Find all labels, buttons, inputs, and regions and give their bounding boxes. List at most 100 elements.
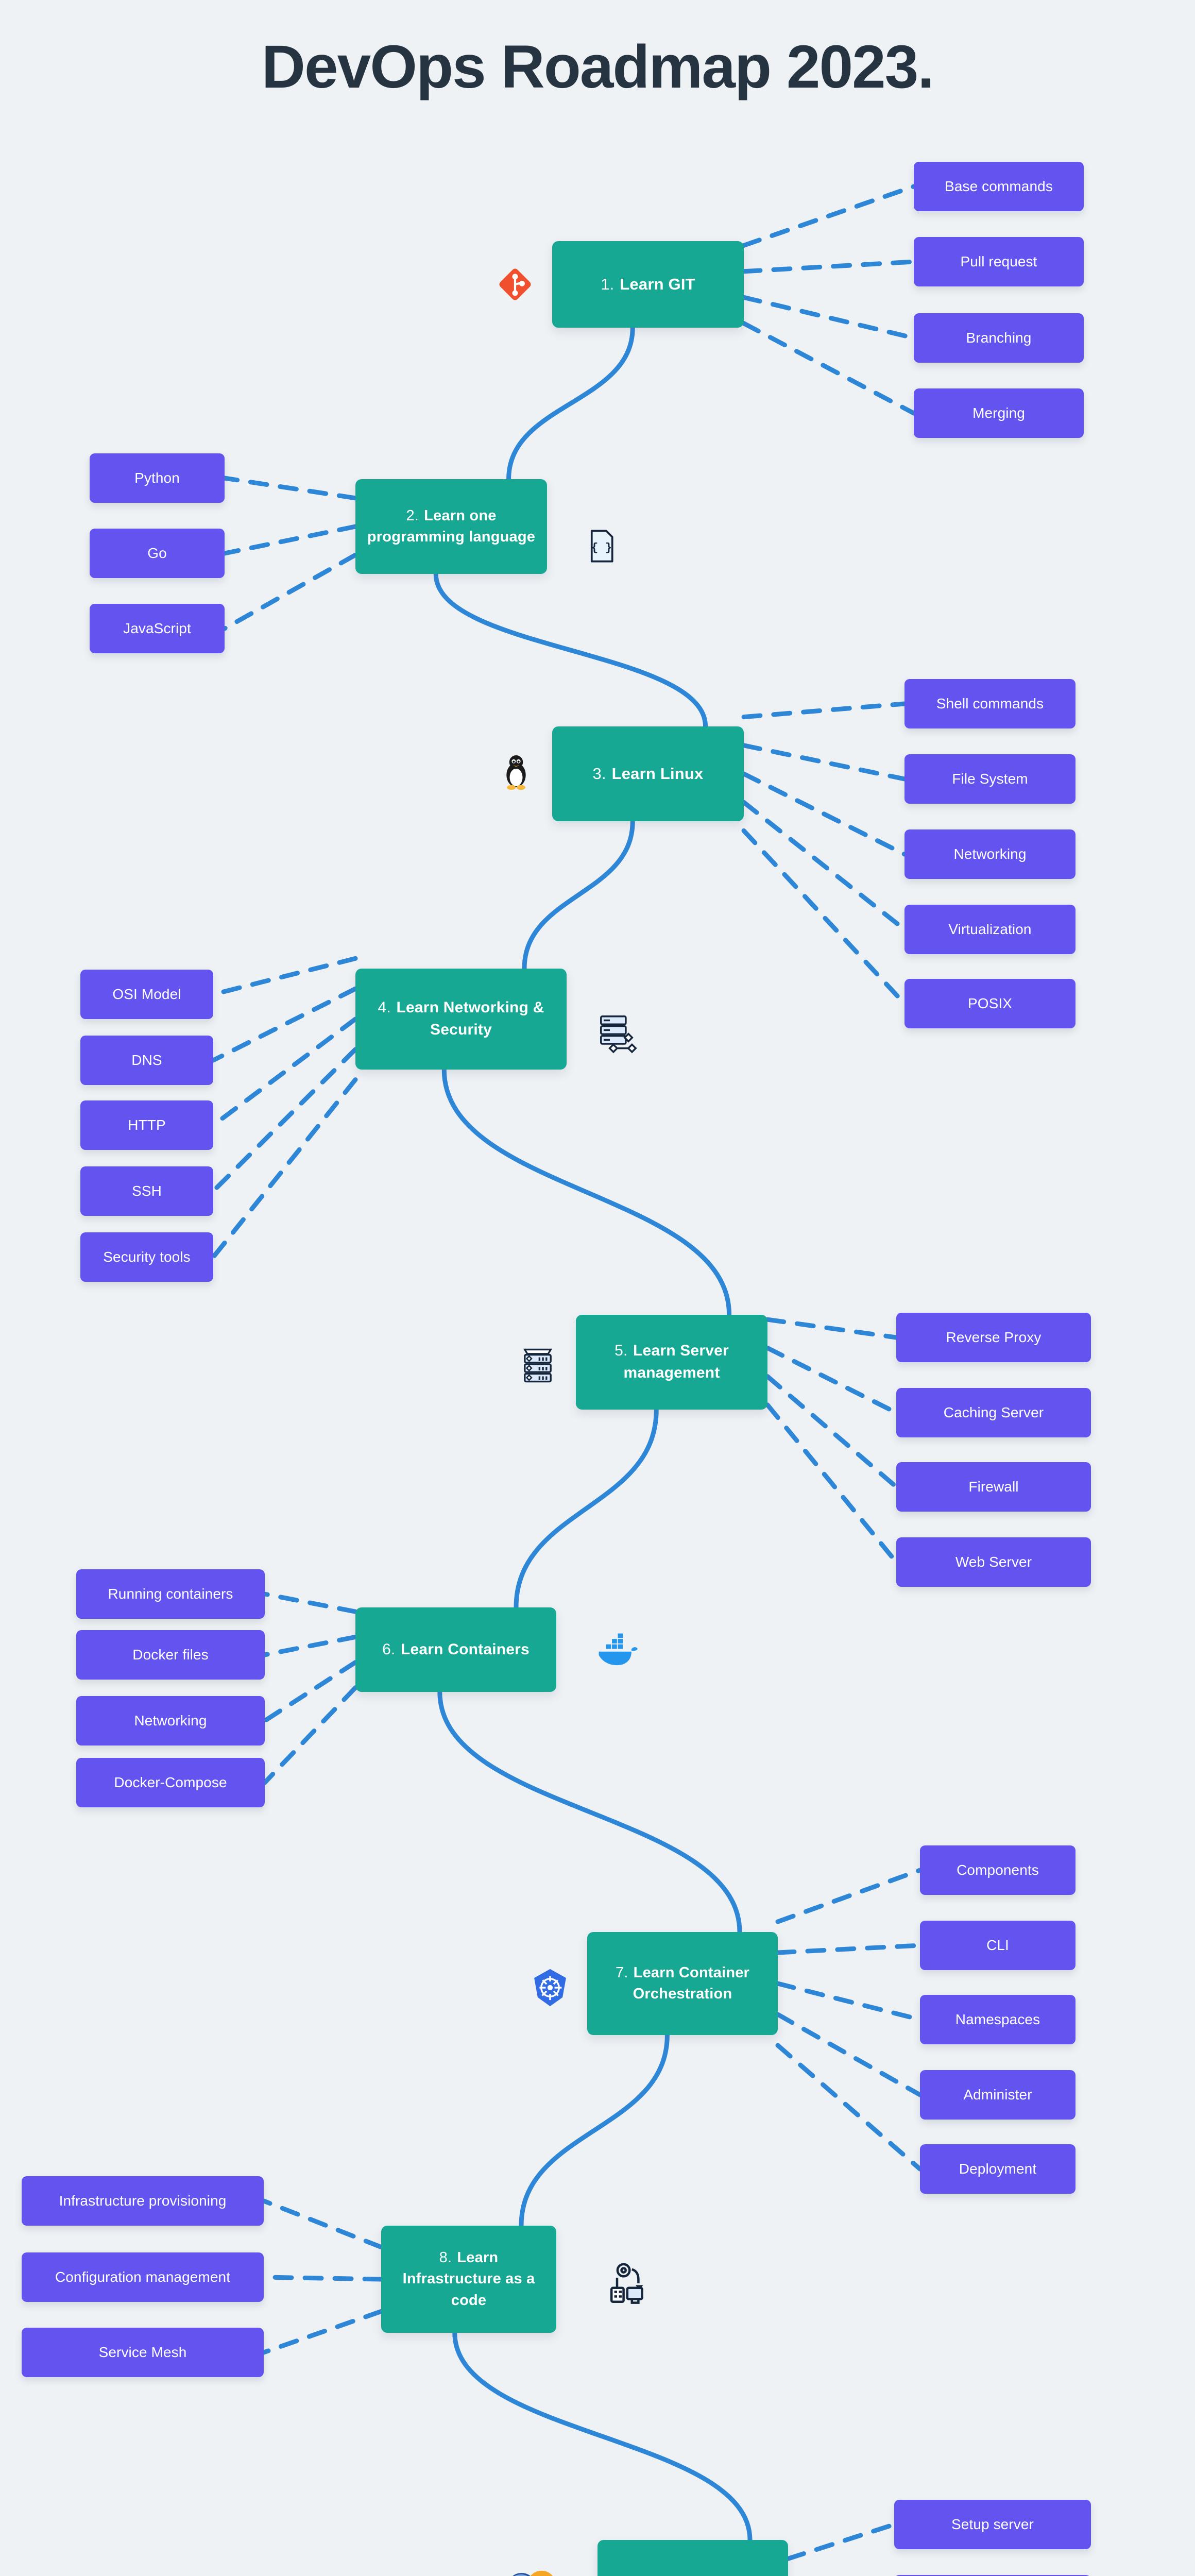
topic-label: HTTP (128, 1117, 166, 1133)
step-number: 4. (378, 999, 391, 1016)
topic-label: Reverse Proxy (946, 1329, 1042, 1345)
roadmap-step-node[interactable]: 4. Learn Networking & Security (355, 969, 567, 1070)
step-label: Learn Containers (400, 1640, 530, 1658)
roadmap-topic-chip[interactable]: Security tools (80, 1232, 213, 1282)
topic-label: Running containers (108, 1586, 233, 1602)
roadmap-topic-chip[interactable]: Deployment (920, 2144, 1076, 2194)
roadmap-topic-chip[interactable]: POSIX (904, 979, 1076, 1028)
cicd-infinity-icon (504, 2558, 559, 2576)
step-number: 3. (592, 764, 606, 783)
docker-whale-icon (593, 1628, 639, 1673)
server-rack-icon (516, 1343, 559, 1386)
roadmap-topic-chip[interactable]: Configuration management (22, 2252, 264, 2302)
topic-label: Virtualization (948, 921, 1032, 937)
roadmap-topic-chip[interactable]: Web Server (896, 1537, 1091, 1587)
step-label: Learn Infrastructure as a code (402, 2249, 535, 2309)
roadmap-step-node[interactable]: 5.Learn Server management (576, 1315, 767, 1410)
roadmap-topic-chip[interactable]: Networking (904, 829, 1076, 879)
gear-automation-icon (603, 2259, 650, 2306)
roadmap-topic-chip[interactable]: DNS (80, 1036, 213, 1085)
roadmap-topic-chip[interactable]: SSH (80, 1166, 213, 1216)
topic-label: Infrastructure provisioning (59, 2193, 227, 2209)
topic-label: Base commands (945, 178, 1053, 194)
kubernetes-helm-icon (528, 1965, 572, 2010)
topic-label: File System (952, 771, 1028, 787)
roadmap-topic-chip[interactable]: Components (920, 1845, 1076, 1895)
topic-label: SSH (132, 1183, 162, 1199)
roadmap-topic-chip[interactable]: Administer (920, 2070, 1076, 2120)
topic-label: Pull request (960, 253, 1037, 269)
topic-label: Docker-Compose (114, 1774, 227, 1790)
roadmap-topic-chip[interactable]: Base commands (914, 162, 1084, 211)
topic-label: Service Mesh (98, 2344, 187, 2360)
topic-label: Python (134, 470, 180, 486)
topic-label: Shell commands (936, 696, 1044, 711)
roadmap-step-node[interactable]: 1.Learn GIT (552, 241, 744, 328)
linux-penguin-icon (496, 752, 536, 792)
topic-label: Configuration management (55, 2269, 231, 2285)
topic-label: Namespaces (955, 2011, 1040, 2027)
roadmap-topic-chip[interactable]: Firewall (896, 1462, 1091, 1512)
roadmap-topic-chip[interactable]: Integration (894, 2575, 1091, 2576)
roadmap-topic-chip[interactable]: Docker-Compose (76, 1758, 265, 1807)
roadmap-topic-chip[interactable]: Running containers (76, 1569, 265, 1619)
roadmap-step-node[interactable]: 7. Learn Container Orchestration (587, 1932, 778, 2035)
roadmap-topic-chip[interactable]: Networking (76, 1696, 265, 1745)
roadmap-topic-chip[interactable]: Python (90, 453, 225, 503)
step-label: Learn Server management (623, 1342, 729, 1381)
step-label: Learn Container Orchestration (633, 1964, 750, 2002)
roadmap-step-node[interactable]: 9.Learn CI/CD (598, 2540, 788, 2576)
step-label: Learn Networking & Security (396, 999, 544, 1038)
page-title: DevOps Roadmap 2023. (261, 33, 934, 101)
step-number: 7. (615, 1964, 628, 1981)
step-number: 6. (382, 1640, 396, 1658)
step-number: 8. (439, 2249, 452, 2266)
roadmap-topic-chip[interactable]: Infrastructure provisioning (22, 2176, 264, 2226)
roadmap-step-node[interactable]: 6.Learn Containers (355, 1607, 556, 1692)
roadmap-topic-chip[interactable]: Virtualization (904, 905, 1076, 954)
roadmap-topic-chip[interactable]: Caching Server (896, 1388, 1091, 1437)
topic-label: Networking (953, 846, 1027, 862)
topic-label: Deployment (959, 2161, 1037, 2177)
topic-label: Setup server (951, 2516, 1034, 2532)
roadmap-step-node[interactable]: 3.Learn Linux (552, 726, 744, 821)
server-network-icon (594, 1009, 638, 1054)
topic-label: Branching (966, 330, 1032, 346)
topic-label: Go (147, 545, 167, 561)
roadmap-topic-chip[interactable]: CLI (920, 1921, 1076, 1970)
topic-label: Components (957, 1862, 1039, 1878)
roadmap-topic-chip[interactable]: Pull request (914, 237, 1084, 286)
topic-label: Administer (963, 2087, 1032, 2103)
topic-label: Networking (134, 1713, 207, 1728)
topic-label: POSIX (967, 995, 1013, 1011)
topic-label: DNS (131, 1052, 162, 1068)
roadmap-topic-chip[interactable]: Shell commands (904, 679, 1076, 728)
topic-label: Merging (972, 405, 1025, 421)
topic-label: OSI Model (112, 986, 181, 1002)
topic-label: Docker files (132, 1647, 209, 1663)
roadmap-topic-chip[interactable]: Go (90, 529, 225, 578)
topic-label: Firewall (968, 1479, 1019, 1495)
code-file-icon: { } (583, 527, 621, 565)
roadmap-step-node[interactable]: 8.Learn Infrastructure as a code (381, 2226, 556, 2333)
svg-text:{ }: { } (591, 541, 612, 554)
roadmap-topic-chip[interactable]: File System (904, 754, 1076, 804)
topic-label: Security tools (103, 1249, 191, 1265)
step-label: Learn one programming language (367, 507, 536, 545)
roadmap-step-node[interactable]: 2.Learn one programming language (355, 479, 547, 574)
roadmap-topic-chip[interactable]: Setup server (894, 2500, 1091, 2549)
step-label: Learn GIT (620, 275, 695, 293)
topic-label: CLI (986, 1937, 1009, 1953)
roadmap-topic-chip[interactable]: Reverse Proxy (896, 1313, 1091, 1362)
roadmap-topic-chip[interactable]: Service Mesh (22, 2328, 264, 2377)
roadmap-topic-chip[interactable]: OSI Model (80, 970, 213, 1019)
step-number: 2. (406, 507, 419, 524)
roadmap-topic-chip[interactable]: Branching (914, 313, 1084, 363)
roadmap-topic-chip[interactable]: HTTP (80, 1100, 213, 1150)
topic-label: Web Server (955, 1554, 1032, 1570)
roadmap-topic-chip[interactable]: Merging (914, 388, 1084, 438)
roadmap-topic-chip[interactable]: Docker files (76, 1630, 265, 1680)
roadmap-topic-chip[interactable]: Namespaces (920, 1995, 1076, 2044)
roadmap-topic-chip[interactable]: JavaScript (90, 604, 225, 653)
step-number: 5. (614, 1342, 628, 1360)
